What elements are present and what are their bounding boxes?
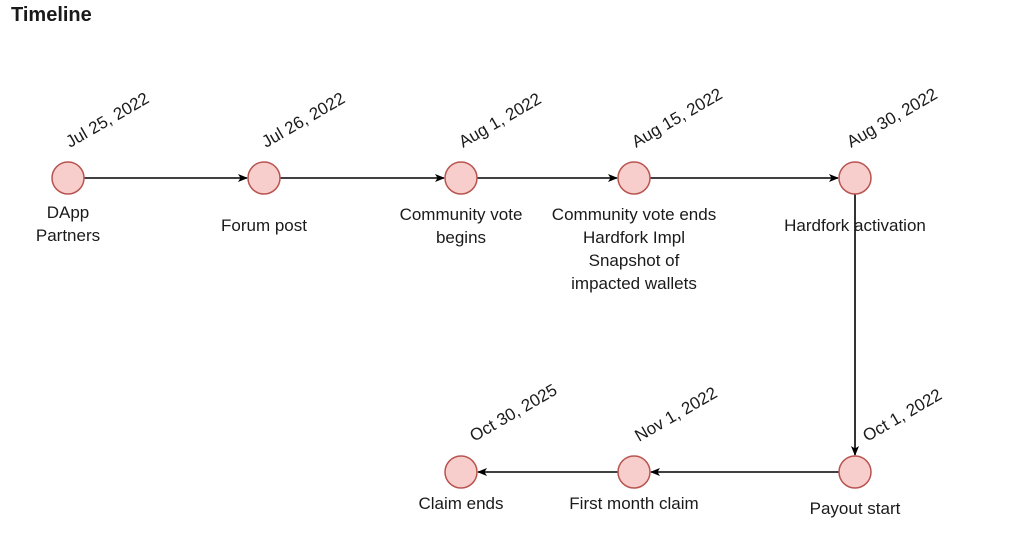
node-date: Aug 1, 2022	[456, 89, 545, 151]
node-circle	[617, 455, 651, 489]
node-label-line: Snapshot of	[589, 251, 680, 270]
node-circle	[247, 161, 281, 195]
node-label-line: begins	[436, 228, 486, 247]
node-circle	[444, 455, 478, 489]
node-label-line: Claim ends	[418, 494, 503, 513]
node-circle	[838, 455, 872, 489]
node-date: Aug 15, 2022	[629, 84, 726, 151]
node-label-line: Hardfork activation	[784, 216, 926, 235]
node-label-line: Hardfork Impl	[583, 228, 685, 247]
node-date: Nov 1, 2022	[632, 383, 721, 445]
node-label-line: DApp	[47, 203, 90, 222]
node-label-line: First month claim	[569, 494, 698, 513]
node-circle	[51, 161, 85, 195]
node-circle	[444, 161, 478, 195]
node-circle	[617, 161, 651, 195]
node-label-line: Payout start	[810, 499, 901, 518]
page-title: Timeline	[11, 4, 92, 26]
node-label-line: Forum post	[221, 216, 307, 235]
node-circle	[838, 161, 872, 195]
node-date: Aug 30, 2022	[844, 84, 941, 151]
edges-layer	[84, 174, 859, 476]
node-date: Oct 30, 2025	[467, 380, 561, 445]
node-label-line: Community vote ends	[552, 205, 716, 224]
node-date: Jul 26, 2022	[259, 89, 349, 152]
node-label-line: Partners	[36, 226, 100, 245]
node-label-line: impacted wallets	[571, 274, 697, 293]
node-date: Oct 1, 2022	[860, 385, 946, 445]
node-label-line: Community vote	[400, 205, 523, 224]
node-date: Jul 25, 2022	[63, 89, 153, 152]
